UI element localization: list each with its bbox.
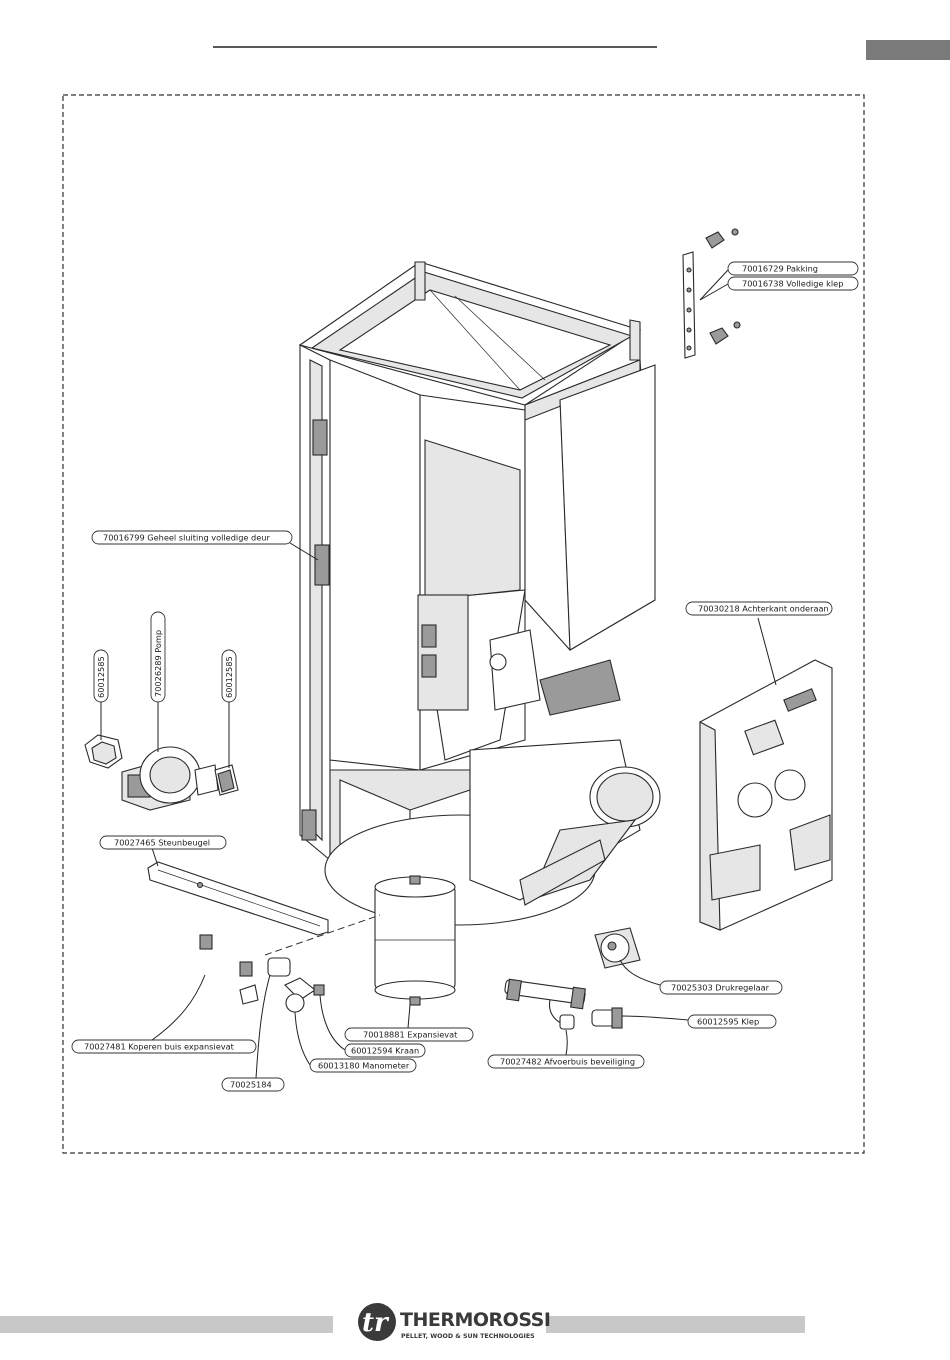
label-geheel-sluiting-text: 70016799 Geheel sluiting volledige deur: [103, 533, 270, 543]
label-steunbeugel: 70027465 Steunbeugel: [99, 835, 227, 850]
footer-bar-right: [546, 1316, 805, 1333]
label-expansievat: 70018881 Expansievat: [344, 1027, 474, 1042]
label-pakking-text: 70016729 Pakking: [742, 264, 818, 274]
footer-bar-left: [0, 1316, 333, 1333]
label-fitting-left: 60012585: [93, 649, 109, 703]
diagram-frame: [62, 94, 865, 1154]
label-part-5184: 70025184: [221, 1077, 285, 1092]
label-fitting-right: 60012585: [221, 649, 237, 703]
pressure-switch: [594, 927, 641, 969]
label-koperen-buis-text: 70027481 Koperen buis expansievat: [84, 1042, 235, 1052]
label-achterkant: 70030218 Achterkant onderaan: [685, 601, 833, 616]
label-part-5184-text: 70025184: [230, 1080, 272, 1090]
logo-mark: tr: [362, 1308, 390, 1338]
label-kraan-text: 60012594 Kraan: [351, 1046, 419, 1056]
drain-pipe: [504, 978, 586, 1030]
label-pomp-text: 70026289 Pomp: [153, 630, 163, 697]
label-steunbeugel-text: 70027465 Steunbeugel: [114, 838, 210, 848]
label-manometer-text: 60013180 Manometer: [318, 1061, 410, 1071]
label-geheel-sluiting: 70016799 Geheel sluiting volledige deur: [91, 530, 293, 545]
label-volledige-klep: 70016738 Volledige klep: [727, 276, 859, 291]
brand-logo: tr THERMOROSSI PELLET, WOOD & SUN TECHNO…: [358, 1303, 551, 1341]
label-klep-text: 60012595 Klep: [697, 1017, 759, 1027]
assembly-guide-line: [264, 914, 381, 956]
small-fittings: [267, 957, 325, 1013]
label-afvoerbuis-text: 70027482 Afvoerbuis beveiliging: [500, 1057, 635, 1067]
label-pakking: 70016729 Pakking: [727, 261, 859, 276]
label-drukregelaar: 70025303 Drukregelaar: [659, 980, 783, 995]
stove-body: [298, 261, 661, 926]
label-achterkant-text: 70030218 Achterkant onderaan: [698, 604, 829, 614]
label-volledige-klep-text: 70016738 Volledige klep: [742, 279, 843, 289]
copper-pipe: [164, 918, 259, 1005]
label-koperen-buis: 70027481 Koperen buis expansievat: [71, 1039, 257, 1054]
back-cover-panel: [699, 659, 833, 931]
brand-name: THERMOROSSI: [400, 1309, 550, 1331]
label-klep: 60012595 Klep: [687, 1014, 777, 1029]
label-pomp: 70026289 Pomp: [150, 611, 166, 703]
label-afvoerbuis: 70027482 Afvoerbuis beveiliging: [487, 1054, 645, 1069]
label-fitting-right-text: 60012585: [224, 656, 234, 698]
label-drukregelaar-text: 70025303 Drukregelaar: [671, 983, 770, 993]
logo-circle-icon: [358, 1303, 396, 1341]
page-tab: [866, 40, 950, 60]
brand-tagline: PELLET, WOOD & SUN TECHNOLOGIES: [401, 1333, 535, 1340]
pump-group: [84, 734, 239, 811]
expansion-vessel: [374, 875, 456, 1006]
leader-lines: [100, 269, 777, 1079]
support-bracket: [147, 861, 329, 936]
label-fitting-left-text: 60012585: [96, 656, 106, 698]
label-kraan: 60012594 Kraan: [344, 1043, 426, 1058]
label-expansievat-text: 70018881 Expansievat: [363, 1030, 458, 1040]
hinge-strip: [682, 228, 741, 359]
check-valve: [591, 1007, 623, 1029]
label-manometer: 60013180 Manometer: [309, 1058, 417, 1073]
